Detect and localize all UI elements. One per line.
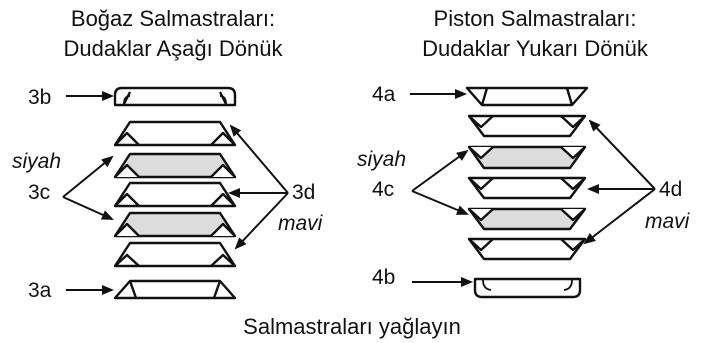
seal-inv-v-1 <box>467 114 587 138</box>
footer-instruction: Salmastraları yağlayın <box>243 314 461 339</box>
seal-inv-v-3 <box>467 176 587 200</box>
label-4c: 4c <box>372 178 394 201</box>
seal-4a-adapter <box>465 86 589 107</box>
label-right-mavi: mavi <box>645 210 691 233</box>
right-seal-stack <box>465 86 589 299</box>
seal-3a-adapter <box>113 279 237 300</box>
label-left-siyah: siyah <box>12 150 61 173</box>
label-4a: 4a <box>372 83 396 106</box>
seal-v-4-black <box>113 211 237 238</box>
seal-3b-adapter <box>113 86 237 107</box>
arrow-4d-1 <box>588 119 656 190</box>
right-title-line1: Piston Salmastraları: <box>434 6 637 31</box>
label-3a: 3a <box>28 279 52 302</box>
left-seal-stack <box>113 86 237 300</box>
left-title-line1: Boğaz Salmastraları: <box>71 6 275 31</box>
seal-inv-v-2-black <box>467 145 587 170</box>
seal-4b-adapter <box>473 277 582 299</box>
seal-inv-v-5 <box>467 237 587 261</box>
left-arrows <box>62 91 289 295</box>
left-title-line2: Dudaklar Aşağı Dönük <box>64 36 284 61</box>
arrow-3c-lower <box>62 196 114 220</box>
seal-inv-v-4-black <box>467 207 587 231</box>
label-4b: 4b <box>372 266 395 289</box>
label-right-siyah: siyah <box>357 148 406 171</box>
seal-v-5 <box>113 241 237 268</box>
seal-v-3 <box>113 181 237 208</box>
right-title-line2: Dudaklar Yukarı Dönük <box>422 36 649 61</box>
seal-v-2-black <box>113 152 237 179</box>
label-3b: 3b <box>28 86 51 109</box>
arrow-4d-3 <box>583 188 656 245</box>
label-left-mavi: mavi <box>278 212 324 235</box>
label-4d: 4d <box>659 178 682 201</box>
label-3c: 3c <box>28 181 50 204</box>
right-arrows <box>410 89 656 287</box>
arrow-4c-lower <box>411 190 469 215</box>
arrow-3d-1 <box>229 124 289 194</box>
label-3d: 3d <box>292 181 315 204</box>
arrow-3d-3 <box>234 192 289 250</box>
arrow-4c-upper <box>411 149 469 192</box>
seal-v-1 <box>113 120 237 147</box>
arrow-3c-upper <box>62 155 114 198</box>
